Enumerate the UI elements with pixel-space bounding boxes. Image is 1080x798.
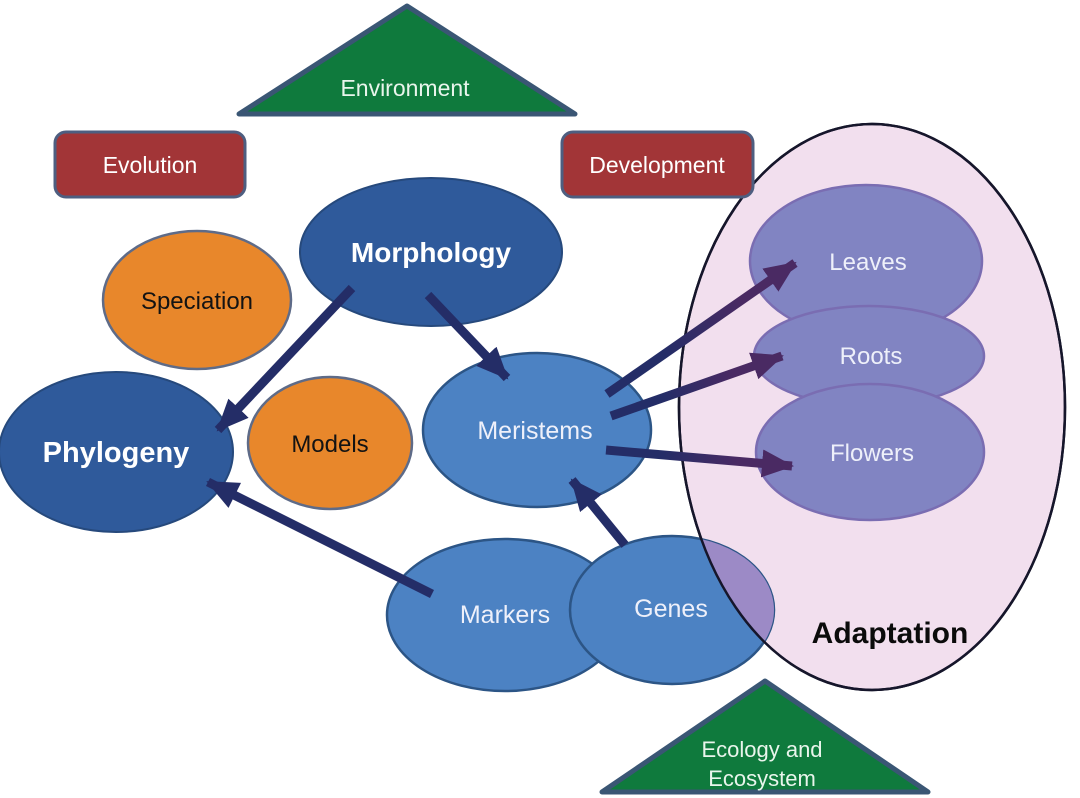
edge-morphology-phylogeny <box>214 284 356 434</box>
edge-meristems-flowers <box>605 445 794 478</box>
environment-triangle <box>236 3 578 117</box>
environment-label: Environment <box>340 75 470 101</box>
meristems-label: Meristems <box>477 417 592 445</box>
evolution-label: Evolution <box>103 152 198 178</box>
phylogeny-ellipse <box>0 371 234 533</box>
models-ellipse <box>246 375 414 511</box>
edge-markers-phylogeny <box>205 477 435 599</box>
edge-genes-meristems <box>568 477 629 548</box>
evolution-box <box>53 130 247 199</box>
development-box <box>560 130 755 199</box>
flowers-ellipse <box>754 382 986 522</box>
speciation-label: Speciation <box>141 288 253 315</box>
phylogeny-label: Phylogeny <box>43 437 190 469</box>
speciation-ellipse <box>101 229 293 371</box>
edge-meristems-roots <box>609 351 784 421</box>
ecology-label-line2: Ecosystem <box>708 766 816 791</box>
roots-label: Roots <box>840 343 903 370</box>
adaptation-ellipse-border <box>677 122 1067 692</box>
morphology-ellipse <box>299 177 563 327</box>
edge-morphology-meristems <box>424 291 511 382</box>
ecology-label-line1: Ecology and <box>701 737 822 762</box>
genes-label: Genes <box>634 595 708 623</box>
edge-meristems-leaves <box>604 259 798 398</box>
flowers-label: Flowers <box>830 440 914 467</box>
models-label: Models <box>291 431 368 458</box>
morphology-label: Morphology <box>351 237 512 268</box>
adaptation-label: Adaptation <box>812 617 969 650</box>
leaves-label: Leaves <box>829 249 906 276</box>
ecology-triangle <box>599 678 931 795</box>
meristems-ellipse <box>421 351 653 509</box>
development-label: Development <box>589 152 725 178</box>
markers-label: Markers <box>460 601 550 629</box>
